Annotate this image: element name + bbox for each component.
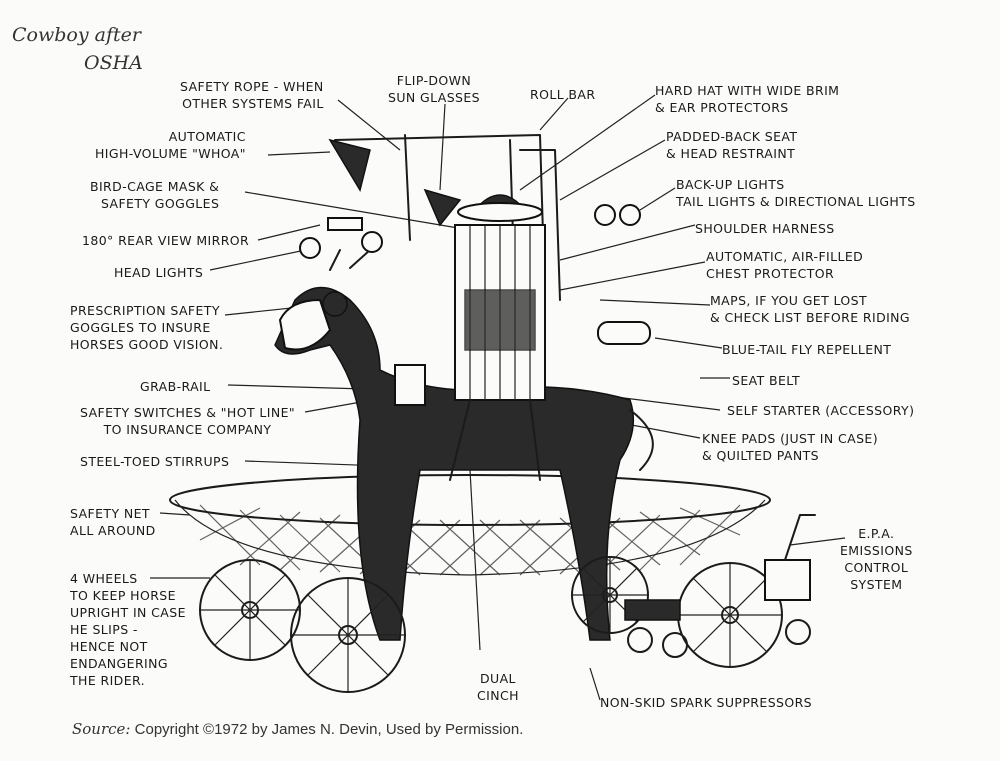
emissions-cart bbox=[624, 514, 816, 658]
label-grab-rail: GRAB-RAIL bbox=[140, 379, 211, 394]
label-safety-net: SAFETY NET ALL AROUND bbox=[70, 506, 156, 538]
leader-lines bbox=[150, 94, 846, 701]
label-spark-suppressors: NON-SKID SPARK SUPPRESSORS bbox=[600, 695, 813, 710]
label-chest-protector: AUTOMATIC, AIR-FILLED CHEST PROTECTOR bbox=[706, 249, 864, 281]
label-roll-bar: ROLL BAR bbox=[530, 87, 596, 102]
source-text: Copyright ©1972 by James N. Devin, Used … bbox=[130, 721, 524, 738]
label-knee-pads: KNEE PADS (JUST IN CASE) & QUILTED PANTS bbox=[702, 431, 878, 463]
label-steel-toed-stirrups: STEEL-TOED STIRRUPS bbox=[80, 454, 230, 469]
title-line-2: OSHA bbox=[84, 52, 143, 74]
label-shoulder-harness: SHOULDER HARNESS bbox=[695, 221, 835, 236]
label-epa-emissions: E.P.A. EMISSIONS CONTROL SYSTEM bbox=[840, 526, 913, 592]
label-safety-switches: SAFETY SWITCHES & "HOT LINE" TO INSURANC… bbox=[80, 405, 296, 437]
label-automatic-whoa: AUTOMATIC HIGH-VOLUME "WHOA" bbox=[95, 129, 246, 161]
label-back-up-lights: BACK-UP LIGHTS TAIL LIGHTS & DIRECTIONAL… bbox=[676, 177, 916, 209]
label-safety-rope: SAFETY ROPE - WHEN OTHER SYSTEMS FAIL bbox=[180, 79, 324, 111]
rider bbox=[449, 194, 546, 481]
label-fly-repellent: BLUE-TAIL FLY REPELLENT bbox=[722, 342, 892, 357]
label-rear-view-mirror: 180° REAR VIEW MIRROR bbox=[82, 233, 250, 248]
label-head-lights: HEAD LIGHTS bbox=[114, 265, 204, 280]
label-hard-hat: HARD HAT WITH WIDE BRIM & EAR PROTECTORS bbox=[655, 83, 840, 115]
accessories bbox=[299, 134, 651, 406]
label-prescription-goggles: PRESCRIPTION SAFETY GOGGLES TO INSURE HO… bbox=[70, 303, 224, 352]
source-credit: Source: Copyright ©1972 by James N. Devi… bbox=[72, 720, 523, 738]
source-prefix: Source: bbox=[72, 720, 131, 738]
title-line-1: Cowboy after bbox=[12, 24, 141, 46]
label-self-starter: SELF STARTER (ACCESSORY) bbox=[727, 403, 915, 418]
label-seat-belt: SEAT BELT bbox=[732, 373, 800, 388]
label-flip-down-sun-glasses: FLIP-DOWN SUN GLASSES bbox=[388, 73, 480, 105]
label-bird-cage-mask: BIRD-CAGE MASK & SAFETY GOGGLES bbox=[90, 179, 220, 211]
label-padded-back-seat: PADDED-BACK SEAT & HEAD RESTRAINT bbox=[666, 129, 798, 161]
label-four-wheels: 4 WHEELS TO KEEP HORSE UPRIGHT IN CASE H… bbox=[70, 571, 186, 688]
wheels bbox=[199, 556, 783, 693]
label-maps: MAPS, IF YOU GET LOST & CHECK LIST BEFOR… bbox=[710, 293, 911, 325]
label-dual-cinch: DUAL CINCH bbox=[477, 671, 519, 703]
